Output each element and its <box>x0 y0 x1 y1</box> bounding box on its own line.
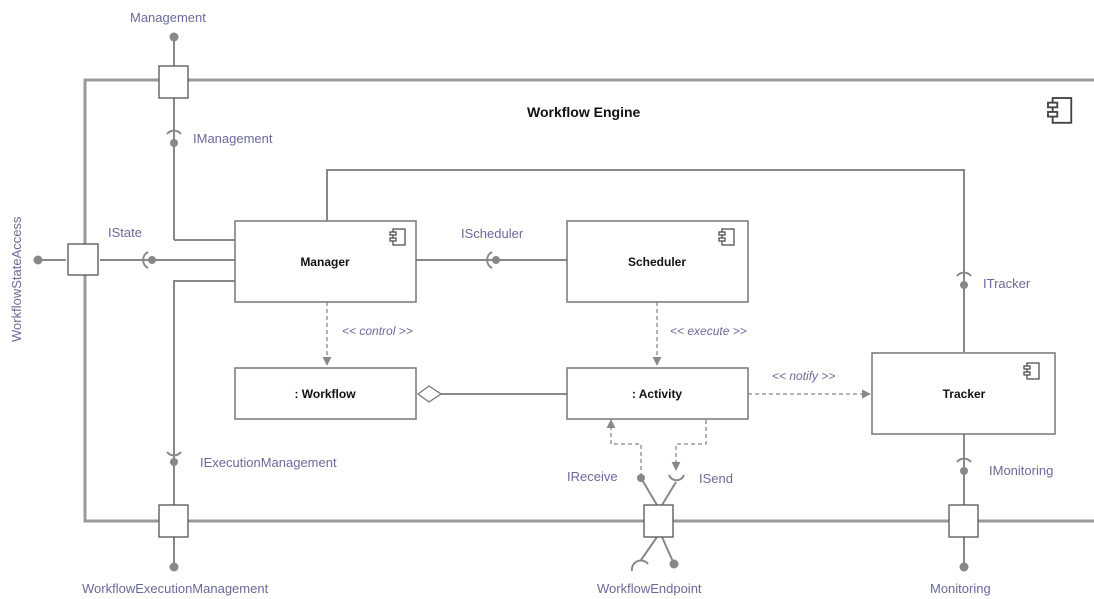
monitoring-lollipop <box>959 562 969 572</box>
workflow-engine-container <box>83 78 1094 523</box>
monitoring-port[interactable] <box>948 504 979 538</box>
iexecution-management-ball <box>170 458 178 466</box>
workflow-endpoint-port[interactable] <box>643 504 674 538</box>
management-lollipop <box>169 32 179 42</box>
imanagement-ball <box>170 139 178 147</box>
activity-component[interactable] <box>566 367 749 420</box>
imonitoring-ball <box>960 467 968 475</box>
iexecution-management-label: IExecutionManagement <box>200 455 337 470</box>
workflow-endpoint-lollipop <box>669 559 679 569</box>
imanagement-label: IManagement <box>193 131 273 146</box>
istate-label: IState <box>108 225 142 240</box>
manager-label: Manager <box>300 255 350 269</box>
manager-component[interactable] <box>234 220 417 303</box>
monitoring-label: Monitoring <box>930 581 991 596</box>
workflow-endpoint-label: WorkflowEndpoint <box>597 581 702 596</box>
istate-ball <box>148 256 156 264</box>
control-stereotype: << control >> <box>342 324 413 338</box>
management-label: Management <box>130 10 206 25</box>
aggregation-diamond <box>416 385 443 403</box>
workflow-state-access-lollipop <box>33 255 43 265</box>
management-port[interactable] <box>158 65 189 99</box>
engine-title: Workflow Engine <box>527 104 641 120</box>
scheduler-label: Scheduler <box>628 255 686 269</box>
scheduler-component[interactable] <box>566 220 749 303</box>
workflow-state-access-label: WorkflowStateAccess <box>9 216 24 342</box>
itracker-ball <box>960 281 968 289</box>
ischeduler-label: IScheduler <box>461 226 524 241</box>
workflow-execution-management-lollipop <box>169 562 179 572</box>
isend-label: ISend <box>699 471 733 486</box>
ireceive-label: IReceive <box>567 469 618 484</box>
imonitoring-label: IMonitoring <box>989 463 1053 478</box>
workflow-execution-management-port[interactable] <box>158 504 189 538</box>
workflow-label: : Workflow <box>294 387 356 401</box>
isend-socket <box>668 474 685 482</box>
tracker-label: Tracker <box>943 387 986 401</box>
workflow-execution-management-label: WorkflowExecutionManagement <box>82 581 269 596</box>
ischeduler-ball <box>492 256 500 264</box>
activity-label: : Activity <box>632 387 683 401</box>
workflow-component[interactable] <box>234 367 417 420</box>
notify-stereotype: << notify >> <box>772 369 835 383</box>
tracker-component[interactable] <box>871 352 1056 435</box>
engine-component-icon <box>1047 97 1073 124</box>
workflow-state-access-port[interactable] <box>67 243 99 276</box>
execute-stereotype: << execute >> <box>670 324 747 338</box>
itracker-label: ITracker <box>983 276 1031 291</box>
